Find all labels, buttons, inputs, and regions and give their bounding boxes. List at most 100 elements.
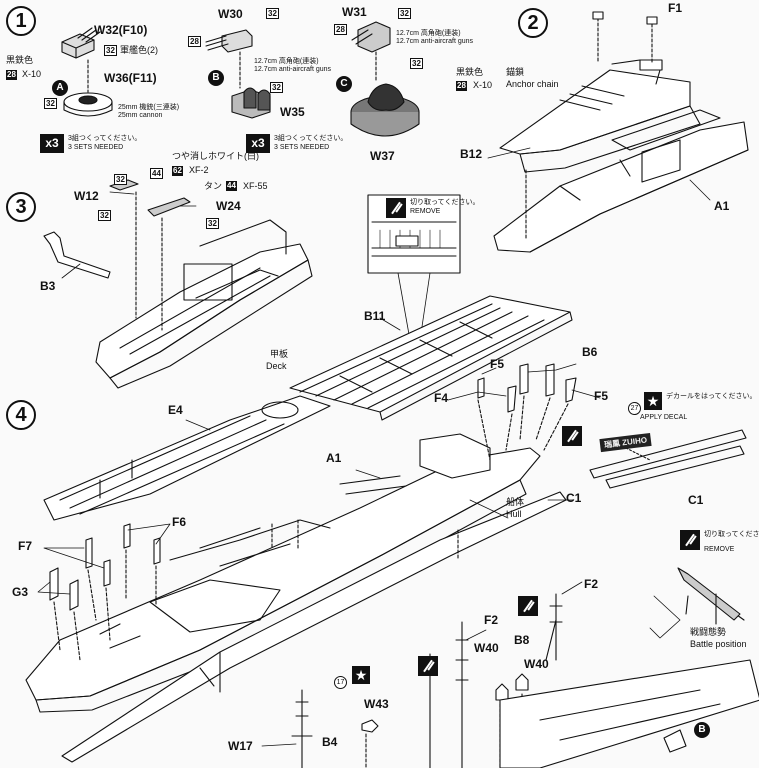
sets-needed-en: 3 SETS NEEDED <box>274 144 330 151</box>
f5-label: F5 <box>490 357 505 371</box>
battle-position-drawing <box>649 567 745 639</box>
w36-label: W36(F11) <box>104 71 157 85</box>
w30-label: W30 <box>218 7 243 21</box>
aa-gun-jp: 12.7cm 高角砲(連装) <box>396 30 461 37</box>
hull-jp: 船体 <box>506 497 525 507</box>
sub-marker-b: B <box>208 70 224 86</box>
paint-44-badge: 44 <box>226 181 237 191</box>
paint-32-badge: 32 <box>206 218 219 229</box>
w40-label: W40 <box>474 641 499 655</box>
e4-label: E4 <box>168 403 183 417</box>
decal-number-17: 17 <box>334 676 347 689</box>
b12-label: B12 <box>460 147 483 161</box>
c1-decal-label: C1 <box>688 493 704 507</box>
w12-label: W12 <box>74 189 99 203</box>
sub-marker-c: C <box>336 76 352 92</box>
hull-en: Hull <box>506 509 522 519</box>
deck-jp: 甲板 <box>270 349 289 359</box>
remove-icon <box>680 530 700 550</box>
b4-label: B4 <box>322 735 338 749</box>
small-parts-drawing <box>49 363 577 661</box>
cannon-25-en: 25mm cannon <box>118 112 163 119</box>
w30-aa-gun-drawing <box>205 29 253 89</box>
a1-step2-label: A1 <box>714 199 730 213</box>
step-number-3: 3 <box>6 192 36 222</box>
w31-gun-drawing <box>351 21 391 81</box>
paint-32-badge: 32 <box>270 82 283 93</box>
remove-top-jp: 切り取ってください。 <box>410 199 480 206</box>
aa-gun-jp: 12.7cm 高角砲(連装) <box>254 58 319 65</box>
masts-drawing <box>291 593 759 768</box>
sets-needed-jp: 3組つくってください。 <box>274 135 348 142</box>
c1-label: C1 <box>566 491 582 505</box>
battle-en: Battle position <box>690 639 747 649</box>
paint-32-badge: 32 <box>98 210 111 221</box>
f1-label: F1 <box>668 1 683 15</box>
f2-label: F2 <box>484 613 499 627</box>
w32-turret-drawing <box>61 27 101 59</box>
gunkan-label: 軍艦色(2) <box>120 45 158 55</box>
paint-32-badge: 32 <box>410 58 423 69</box>
f4-label: F4 <box>434 391 449 405</box>
f6-label: F6 <box>172 515 187 529</box>
w37-base-drawing <box>350 83 420 137</box>
leader-lines <box>37 147 711 747</box>
kurotetsu-label: 黒鉄色 <box>456 67 484 77</box>
paint-28-badge: 28 <box>456 81 467 91</box>
w40-label: W40 <box>524 657 549 671</box>
paint-32-badge: 32 <box>104 45 117 56</box>
tan-label: タン <box>204 181 223 191</box>
paint-44-badge: 44 <box>150 168 163 179</box>
xf2-label: XF-2 <box>189 165 209 175</box>
decal-jp: デカールをはってください。 <box>666 393 757 400</box>
decal-inset-drawing <box>589 429 747 489</box>
x3-badge: x3 <box>246 134 270 153</box>
b11-label: B11 <box>364 309 386 323</box>
kurotetsu-label: 黒鉄色 <box>6 55 34 65</box>
battle-jp: 戦闘態勢 <box>690 627 727 637</box>
remove-jp: 切り取ってください。 <box>704 531 759 538</box>
f5-label: F5 <box>594 389 609 403</box>
w43-label: W43 <box>364 697 389 711</box>
decal-en: APPLY DECAL <box>640 414 688 421</box>
b6-label: B6 <box>582 345 598 359</box>
w36-base-drawing <box>63 59 113 117</box>
e4-deck-drawing <box>43 395 331 521</box>
remove-icon <box>518 596 538 616</box>
decal-star-icon: ★ <box>352 666 370 684</box>
w35-label: W35 <box>280 105 305 119</box>
w35-shield-drawing <box>231 87 271 119</box>
paint-28-badge: 28 <box>188 36 201 47</box>
paint-28-badge: 28 <box>334 24 347 35</box>
remove-inset-top <box>367 194 461 341</box>
aa-gun-en: 12.7cm anti-aircraft guns <box>254 66 332 73</box>
step-number-2: 2 <box>518 8 548 38</box>
w32-label: W32(F10) <box>94 23 148 37</box>
remove-en: REMOVE <box>704 546 735 553</box>
sub-marker-b: B <box>694 722 710 738</box>
paint-32-badge: 32 <box>114 174 127 185</box>
remove-icon <box>418 656 438 676</box>
b8-label: B8 <box>514 633 530 647</box>
step3-stern-drawing <box>43 179 313 389</box>
anchor-jp: 錨鎖 <box>506 67 525 77</box>
deck-en: Deck <box>266 361 287 371</box>
remove-icon <box>562 426 582 446</box>
a1-step4-label: A1 <box>326 451 342 465</box>
x10-label: X-10 <box>22 69 42 79</box>
remove-icon <box>386 198 406 218</box>
paint-62-badge: 62 <box>172 166 183 176</box>
b3-label: B3 <box>40 279 56 293</box>
paint-32-badge: 32 <box>44 98 57 109</box>
aa-gun-en: 12.7cm anti-aircraft guns <box>396 38 474 45</box>
sets-needed-en: 3 SETS NEEDED <box>68 144 124 151</box>
paint-32-badge: 32 <box>398 8 411 19</box>
step-number-1: 1 <box>6 6 36 36</box>
tsuyakeshi-label: つや消しホワイト(白) <box>172 151 259 161</box>
w17-label: W17 <box>228 739 253 753</box>
a1-main-hull-drawing <box>25 433 541 713</box>
step-number-4: 4 <box>6 400 36 430</box>
anchor-en: Anchor chain <box>506 79 559 89</box>
